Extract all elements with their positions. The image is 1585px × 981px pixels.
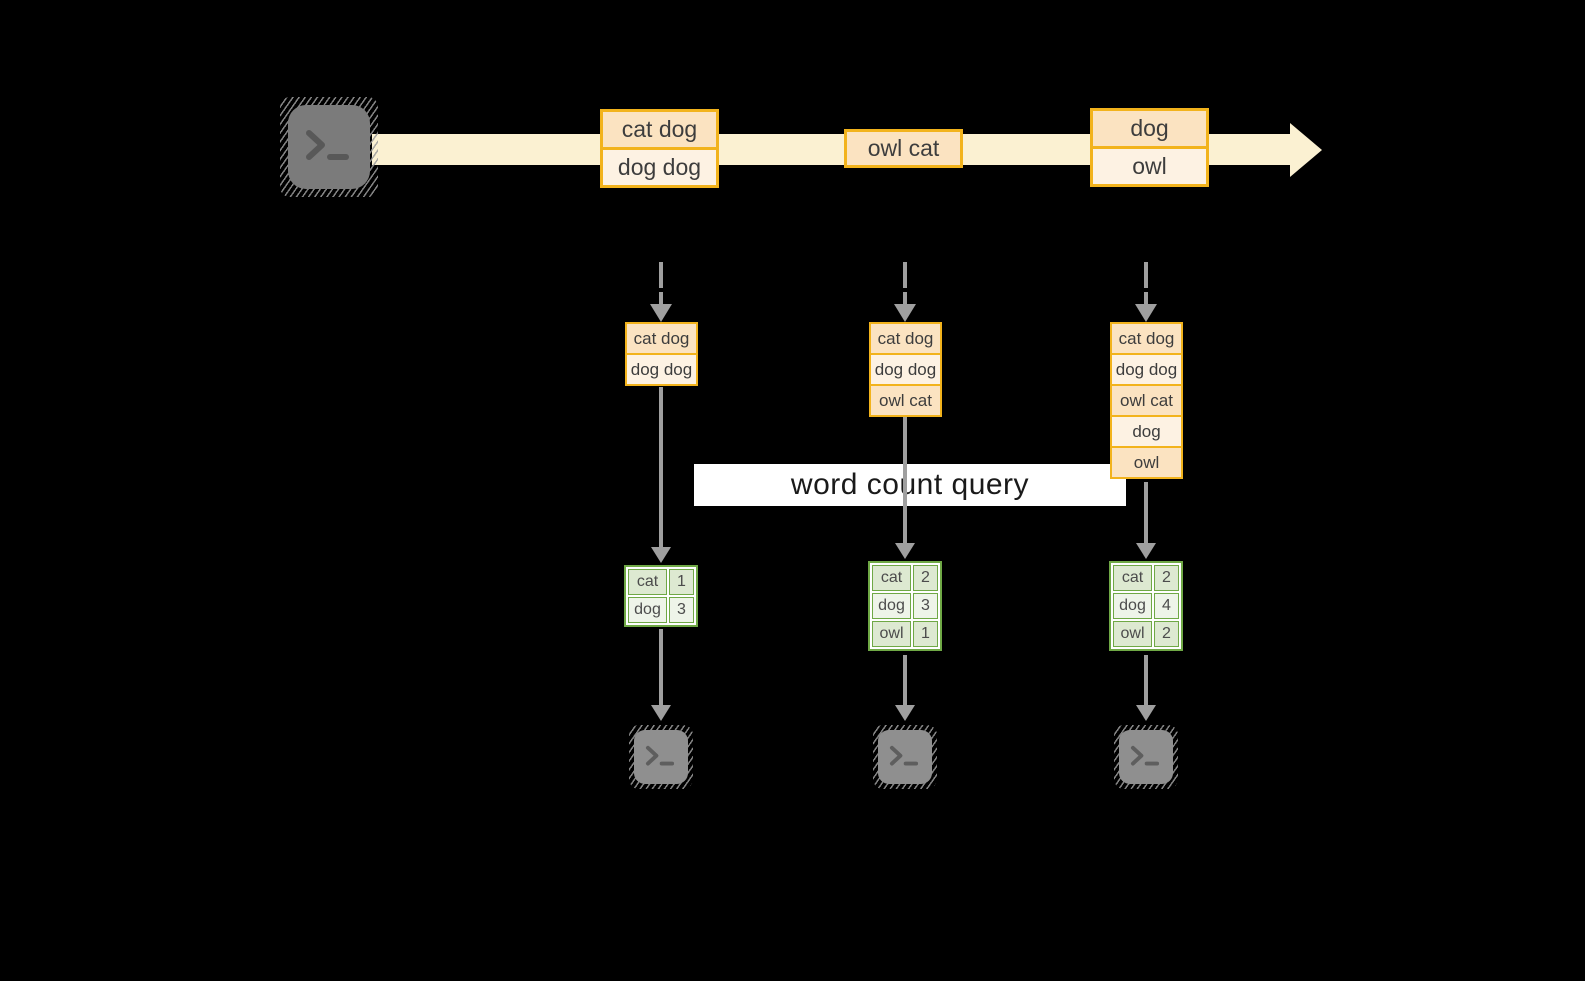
word-cell: cat	[872, 565, 911, 591]
count-cell: 3	[669, 597, 694, 623]
word-cell: dog	[872, 593, 911, 619]
arrowhead-icon	[894, 304, 916, 322]
arrowhead-icon	[1136, 543, 1156, 559]
word-cell: cat	[1113, 565, 1152, 591]
arrowhead-icon	[1135, 304, 1157, 322]
word-cell: dog	[1113, 593, 1152, 619]
arrow-line	[903, 655, 907, 705]
dashed-arrow	[903, 262, 907, 288]
count-cell: 1	[669, 569, 694, 595]
arrow-line	[659, 387, 663, 547]
terminal-prompt-icon	[1119, 730, 1173, 784]
count-cell: 3	[913, 593, 938, 619]
word-cell: dog	[628, 597, 667, 623]
arrow-line	[903, 417, 907, 543]
word-cell: cat	[628, 569, 667, 595]
terminal-sink-icon	[873, 725, 937, 789]
dashed-arrow	[659, 292, 663, 306]
dashed-arrow	[659, 262, 663, 288]
terminal-prompt-icon	[878, 730, 932, 784]
terminal-prompt-icon	[288, 105, 370, 189]
terminal-sink-icon	[1114, 725, 1178, 789]
word-cell: owl	[1113, 621, 1152, 647]
arrowhead-icon	[895, 705, 915, 721]
stream-timeline-arrowhead-icon	[1290, 123, 1322, 177]
arrowhead-icon	[895, 543, 915, 559]
event-text-cell: dog	[1112, 417, 1181, 446]
count-cell: 1	[913, 621, 938, 647]
arrow-line	[1144, 655, 1148, 705]
count-cell: 4	[1154, 593, 1179, 619]
terminal-sink-icon	[629, 725, 693, 789]
arrow-line	[1144, 482, 1148, 543]
query-label: word count query	[694, 464, 1126, 506]
dashed-arrow	[903, 292, 907, 306]
arrow-line	[659, 629, 663, 705]
terminal-prompt-icon	[634, 730, 688, 784]
arrowhead-icon	[650, 304, 672, 322]
count-cell: 2	[1154, 621, 1179, 647]
event-text-cell: owl	[1093, 149, 1206, 184]
event-text-cell: owl cat	[847, 132, 960, 165]
count-cell: 2	[913, 565, 938, 591]
event-text-cell: dog dog	[1112, 355, 1181, 384]
event-text-cell: dog	[1093, 111, 1206, 146]
event-text-cell: cat dog	[603, 112, 716, 147]
event-text-cell: cat dog	[871, 324, 940, 353]
dashed-arrow	[1144, 262, 1148, 288]
event-text-cell: dog dog	[627, 355, 696, 384]
event-text-cell: owl	[1112, 448, 1181, 477]
event-text-cell: cat dog	[1112, 324, 1181, 353]
stream-event-box-2: owl cat	[844, 129, 963, 168]
event-text-cell: dog dog	[871, 355, 940, 384]
event-text-cell: dog dog	[603, 150, 716, 185]
event-text-cell: owl cat	[871, 386, 940, 415]
event-text-cell: owl cat	[1112, 386, 1181, 415]
arrowhead-icon	[1136, 705, 1156, 721]
dashed-arrow	[1144, 292, 1148, 306]
arrowhead-icon	[651, 705, 671, 721]
word-cell: owl	[872, 621, 911, 647]
arrowhead-icon	[651, 547, 671, 563]
terminal-source-icon	[280, 97, 378, 197]
event-text-cell: cat dog	[627, 324, 696, 353]
count-cell: 2	[1154, 565, 1179, 591]
